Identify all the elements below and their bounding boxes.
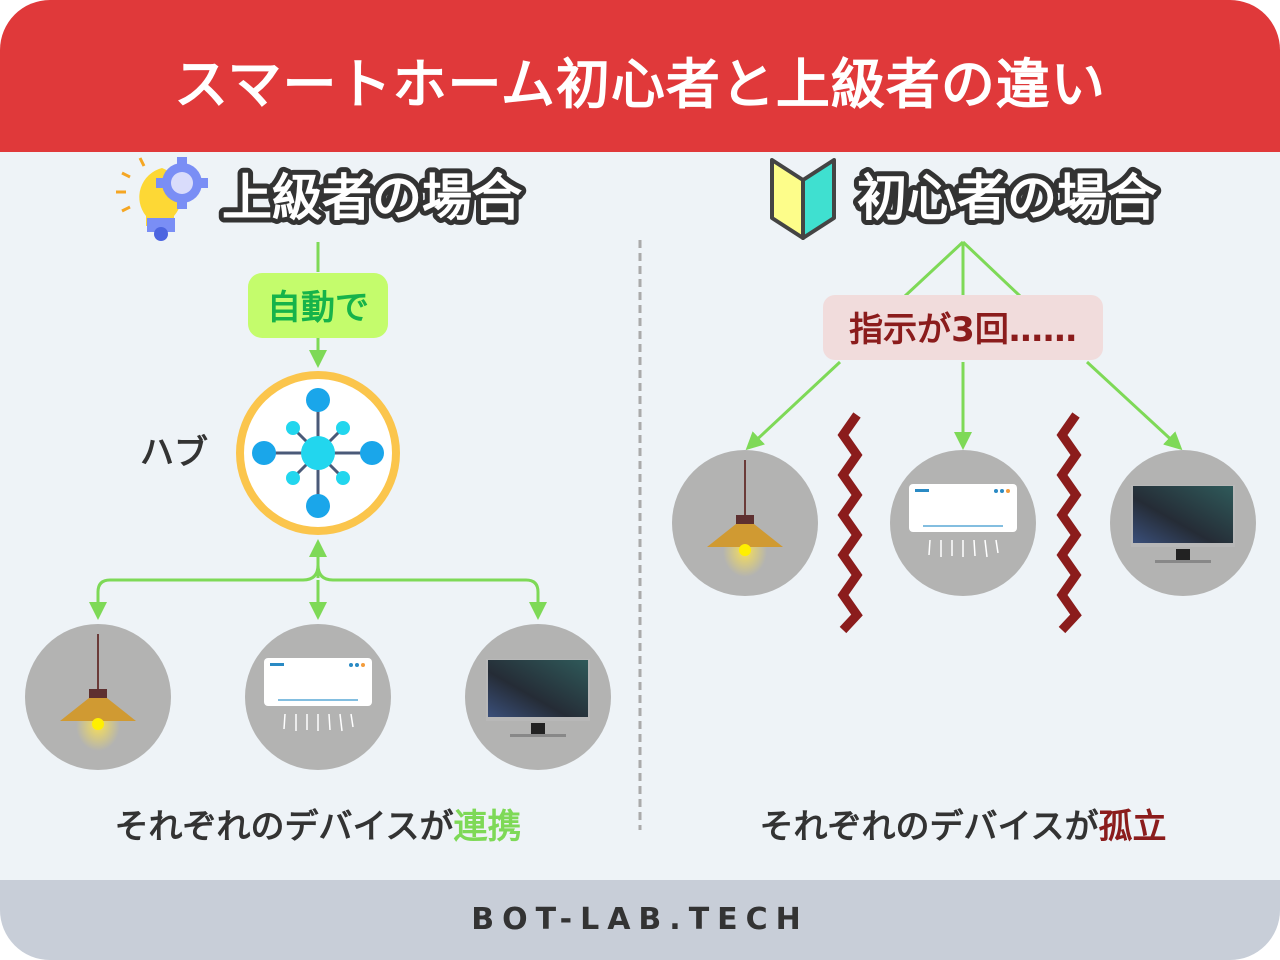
hub-label: ハブ bbox=[140, 433, 208, 473]
instruction-lines bbox=[745, 240, 1183, 451]
beginner-heading: 初心者の場合 bbox=[857, 169, 1157, 227]
beginner-mark-icon bbox=[770, 158, 836, 240]
tv-device-icon bbox=[1110, 450, 1256, 596]
trigger-label: 自動で bbox=[267, 288, 369, 328]
disconnect-zigzag-icon bbox=[1062, 415, 1076, 630]
advanced-caption: それぞれのデバイスが連携 bbox=[115, 807, 522, 847]
trigger-badge bbox=[248, 273, 388, 338]
instruction-badge bbox=[823, 295, 1103, 360]
hub-connections bbox=[89, 539, 547, 620]
footer: BOT-LAB.TECH bbox=[0, 880, 1280, 960]
page-title: スマートホーム初心者と上級者の違い bbox=[174, 53, 1106, 116]
tv-device-icon bbox=[465, 624, 611, 770]
instruction-label: 指示が3回…… bbox=[849, 310, 1077, 350]
beginner-caption: それぞれのデバイスが孤立 bbox=[760, 807, 1167, 847]
hub-icon bbox=[236, 371, 400, 535]
bulb-gear-icon bbox=[116, 157, 208, 241]
air-conditioner-device-icon bbox=[889, 449, 1037, 597]
site-name: BOT-LAB.TECH bbox=[471, 902, 809, 937]
air-conditioner-device-icon bbox=[244, 623, 392, 771]
lamp-device-icon bbox=[24, 623, 172, 771]
advanced-heading: 上級者の場合 bbox=[222, 169, 522, 227]
header-banner: スマートホーム初心者と上級者の違い bbox=[0, 0, 1280, 152]
lamp-device-icon bbox=[671, 449, 819, 597]
disconnect-zigzag-icon bbox=[843, 415, 857, 630]
